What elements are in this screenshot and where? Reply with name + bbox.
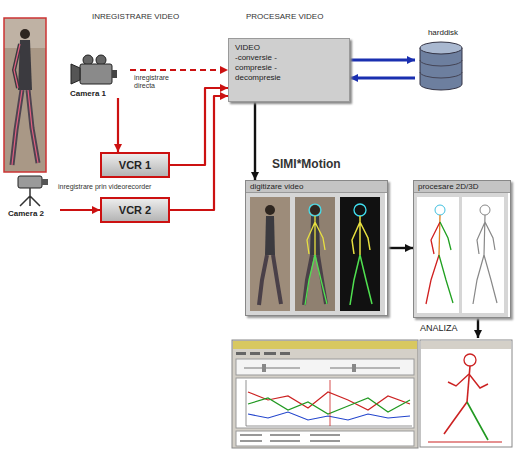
disk-cylinder [420,42,462,90]
storage-node: harddisk [415,28,471,92]
connector [130,69,228,71]
route-note: inregistrare prin videorecorder [58,183,151,190]
camera-label: Camera 1 [70,89,130,98]
camera-label: Camera 2 [8,209,60,218]
vcr-label: VCR 2 [108,199,162,221]
edge-label: inregistrare directa [133,74,185,90]
panel-title: procesare 2D/3D [414,181,510,193]
vcr-box: VCR 2 [100,197,170,223]
processing-figures [413,180,508,318]
software-name: SIMI*Motion [272,157,341,171]
connector [350,77,415,80]
software-panel: procesare 2D/3D [413,180,511,318]
process-box: VIDEO-conversie -compresie -decompresie [228,38,350,102]
connector [254,102,256,180]
connector [477,318,479,338]
box-title: VIDEO [235,43,343,53]
stage-heading: ANALIZA [420,323,458,333]
connector [350,59,415,62]
camera-icon [71,55,117,84]
section-heading: PROCESARE VIDEO [246,12,323,21]
camera-node: Camera 1 [70,55,130,98]
connector [170,88,228,165]
camera-node: Camera 2 [8,174,60,218]
panel-title: digitizare video [246,181,387,193]
analysis-screens [232,340,512,448]
tripod-camera-icon [18,176,48,206]
person-photo [4,18,46,172]
connector [388,247,413,249]
storage-label: harddisk [415,28,471,37]
vcr-box: VCR 1 [100,152,170,178]
digitizing-thumbnails [245,180,385,316]
software-panel: digitizare video [245,180,388,316]
analysis-node: ANALIZA [232,338,514,448]
vcr-label: VCR 1 [108,154,162,176]
connector [170,96,228,210]
connector [60,209,100,211]
connector [117,98,119,152]
section-heading: INREGISTRARE VIDEO [92,12,179,21]
box-list: -conversie -compresie -decompresie [235,53,281,83]
